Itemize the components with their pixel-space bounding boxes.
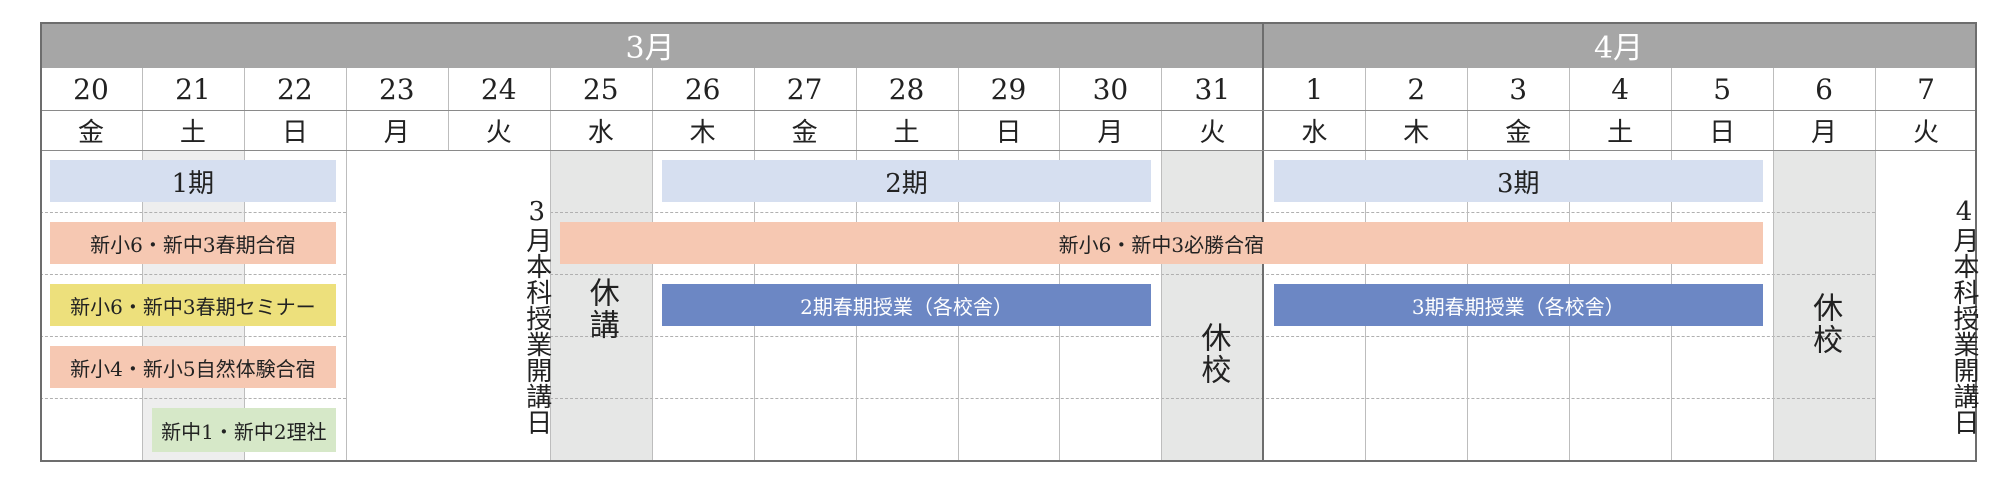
april-opening-note: 4月本科授業開講日 — [1948, 197, 1979, 435]
closed-day-column — [1161, 150, 1264, 462]
closed-day-column — [1773, 150, 1876, 462]
weekday-label: 日 — [995, 117, 1022, 148]
weekday-label: 金 — [77, 117, 104, 148]
weekday-label: 火 — [1199, 117, 1226, 148]
weekday-label: 月 — [1097, 117, 1124, 148]
event-bar: 新中1・新中2理社 — [152, 408, 336, 452]
no-class-note: 休講 — [583, 277, 619, 341]
column-divider — [1569, 68, 1571, 462]
day-number: 3 — [1509, 72, 1528, 106]
column-divider — [141, 68, 143, 462]
event-bar: 2期春期授業（各校舎） — [661, 284, 1152, 326]
weekday-label: 金 — [1505, 117, 1532, 148]
row-divider — [549, 398, 1876, 399]
row-divider — [40, 274, 346, 275]
event-bar: 3期 — [1273, 160, 1763, 202]
day-number: 26 — [684, 72, 721, 106]
weekday-label: 木 — [689, 117, 716, 148]
month-header-march: 3月 — [40, 22, 1260, 68]
closed-note-31: 休校 — [1195, 322, 1231, 386]
day-number: 23 — [378, 72, 415, 106]
weekday-label: 月 — [1811, 117, 1838, 148]
event-bar: 新小6・新中3必勝合宿 — [559, 222, 1763, 264]
closed-day-column — [549, 150, 652, 462]
month-header-april: 4月 — [1260, 22, 1977, 68]
weekday-label: 日 — [1709, 117, 1736, 148]
weekday-label: 日 — [281, 117, 308, 148]
day-number: 20 — [73, 72, 109, 106]
header-bottom — [40, 150, 1977, 151]
day-number: 7 — [1917, 72, 1935, 106]
day-number: 2 — [1407, 72, 1426, 106]
day-number: 24 — [480, 72, 517, 106]
event-bar: 新小4・新小5自然体験合宿 — [50, 346, 336, 388]
weekday-label: 火 — [1913, 117, 1940, 148]
weekday-label: 月 — [383, 117, 410, 148]
column-divider — [1467, 68, 1469, 462]
day-number: 1 — [1305, 72, 1324, 106]
event-bar: 1期 — [50, 160, 336, 202]
weekday-label: 火 — [485, 117, 512, 148]
weekday-label: 土 — [893, 117, 920, 148]
weekday-label: 木 — [1403, 117, 1430, 148]
day-number: 30 — [1092, 72, 1129, 106]
weekday-label: 水 — [1301, 117, 1328, 148]
day-number: 31 — [1194, 72, 1231, 106]
day-number: 28 — [888, 72, 925, 106]
column-divider — [753, 68, 755, 462]
event-bar: 新小6・新中3春期合宿 — [50, 222, 336, 264]
closed-note-6: 休校 — [1807, 292, 1843, 356]
weekday-label: 土 — [179, 117, 206, 148]
event-bar: 2期 — [661, 160, 1152, 202]
row-divider — [549, 212, 1876, 213]
day-number: 4 — [1611, 72, 1630, 106]
column-divider — [447, 68, 449, 150]
row-divider — [40, 212, 346, 213]
column-divider — [1671, 68, 1673, 462]
calendar-border — [40, 22, 1977, 462]
column-divider — [345, 68, 347, 462]
column-divider — [243, 68, 245, 462]
event-bar: 新小6・新中3春期セミナー — [50, 284, 336, 326]
day-number: 6 — [1815, 72, 1833, 106]
weekday-label: 金 — [791, 117, 818, 148]
march-opening-note: 3月本科授業開講日 — [521, 197, 552, 435]
row-divider — [40, 336, 346, 337]
weekday-label: 水 — [587, 117, 614, 148]
day-number: 27 — [786, 72, 823, 106]
column-divider — [855, 68, 857, 462]
column-divider — [1875, 68, 1877, 462]
row-divider — [549, 274, 1876, 275]
event-bar: 3期春期授業（各校舎） — [1273, 284, 1763, 326]
weekday-label: 土 — [1607, 117, 1634, 148]
column-divider — [1773, 68, 1775, 462]
day-number: 21 — [175, 72, 211, 106]
column-divider — [1161, 68, 1163, 462]
day-number: 25 — [582, 72, 619, 106]
day-number: 22 — [277, 72, 313, 106]
day-number: 29 — [990, 72, 1027, 106]
column-divider — [1365, 68, 1367, 462]
column-divider — [651, 68, 653, 462]
day-number: 5 — [1713, 72, 1732, 106]
row-divider — [40, 398, 346, 399]
row-divider — [549, 336, 1876, 337]
column-divider — [957, 68, 959, 462]
header-divider — [40, 110, 1977, 111]
column-divider — [549, 68, 551, 462]
column-divider — [1059, 68, 1061, 462]
